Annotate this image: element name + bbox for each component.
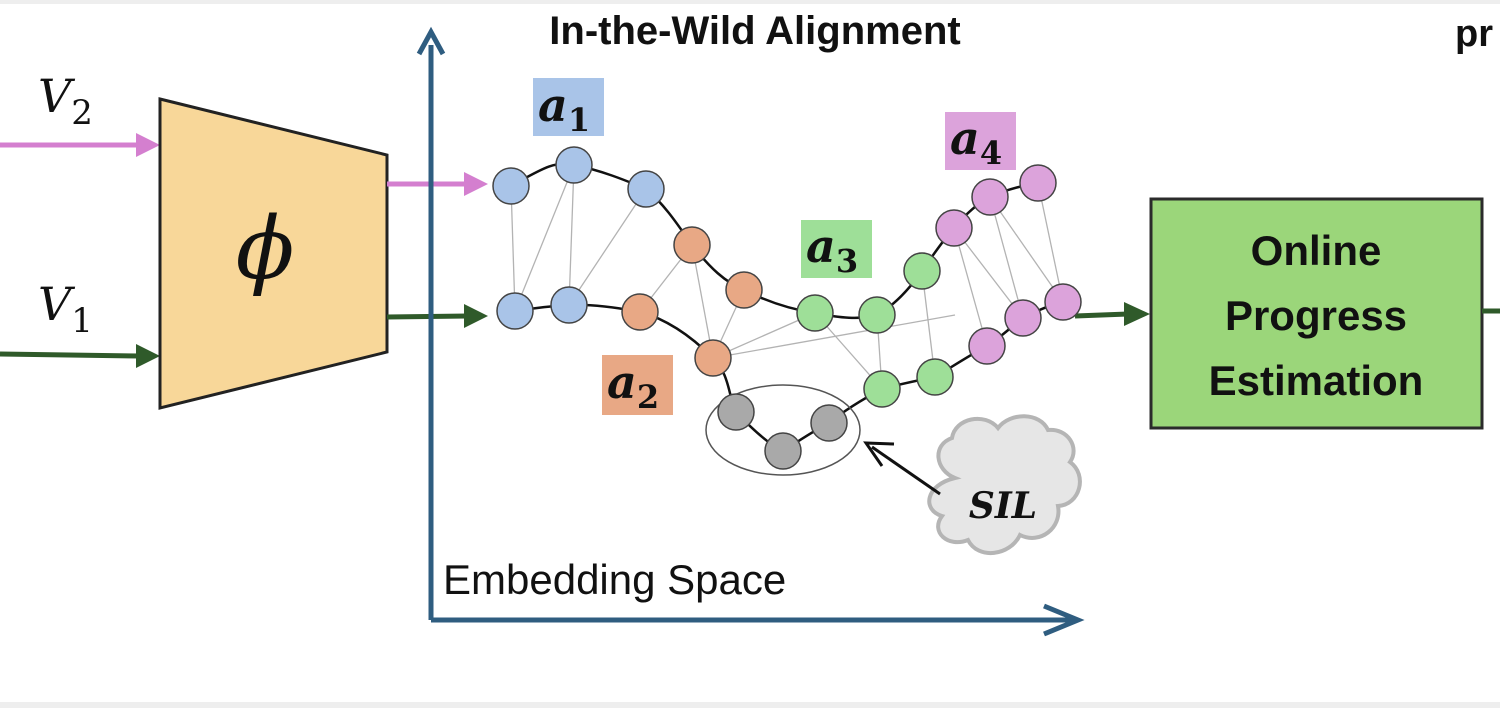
- sil-pointer-arrow: [871, 445, 941, 496]
- node-a4: [1004, 299, 1042, 337]
- output-box-line-1: Online: [1251, 227, 1382, 274]
- node-sil: [810, 404, 848, 442]
- v1-input-arrowhead: [136, 344, 160, 368]
- output-box-line-3: Estimation: [1209, 357, 1424, 404]
- sil-ellipse: [705, 384, 861, 476]
- node-a4: [935, 209, 973, 247]
- node-a2: [725, 271, 763, 309]
- output-box-line-2: Progress: [1225, 292, 1407, 339]
- sil-pointer-arrowhead: [863, 441, 895, 467]
- output-arrowhead: [1124, 302, 1150, 326]
- v1-embed-arrowhead: [464, 304, 488, 328]
- output-arrow: [1074, 311, 1129, 319]
- axis-label: Embedding Space: [443, 556, 786, 603]
- node-a4: [1044, 283, 1082, 321]
- v1-input-arrow: [0, 351, 141, 359]
- v2-input-arrowhead: [136, 133, 160, 157]
- node-a1: [492, 167, 530, 205]
- node-a2: [694, 339, 732, 377]
- a1-label: a1: [538, 78, 590, 139]
- node-a2: [621, 293, 659, 331]
- a2-label: a2: [607, 355, 659, 416]
- node-a1: [627, 170, 665, 208]
- a4-label: a4: [950, 111, 1002, 172]
- v1-embed-arrow: [386, 313, 469, 320]
- node-a4: [1019, 164, 1057, 202]
- partial-title: pr: [1455, 13, 1493, 55]
- y-axis-arrowhead: [416, 26, 446, 56]
- node-a4: [968, 327, 1006, 365]
- node-a1: [496, 292, 534, 330]
- node-a3: [916, 358, 954, 396]
- a3-label-bg: [801, 220, 872, 278]
- node-a3: [796, 294, 834, 332]
- a1-label-bg: [533, 78, 604, 136]
- a2-label-bg: [602, 355, 673, 415]
- v2-embed-arrowhead: [464, 172, 488, 196]
- bottom-border: [0, 702, 1500, 708]
- node-a1: [555, 146, 593, 184]
- sil-cloud: SIL: [927, 414, 1082, 556]
- node-a2: [673, 226, 711, 264]
- top-border: [0, 0, 1500, 4]
- node-a3: [903, 252, 941, 290]
- node-a3: [863, 370, 901, 408]
- node-sil: [717, 393, 755, 431]
- a4-label-bg: [945, 112, 1016, 170]
- node-a3: [858, 296, 896, 334]
- node-a1: [550, 286, 588, 324]
- v2-label: V2: [38, 69, 93, 133]
- a3-label: a3: [806, 219, 858, 280]
- x-axis-arrowhead: [1043, 603, 1085, 637]
- online-progress-box: [1149, 197, 1484, 430]
- encoder-symbol: ϕ: [236, 199, 295, 299]
- encoder-block: [158, 97, 389, 410]
- v1-label: V1: [38, 277, 93, 341]
- embedding-nodes: [492, 146, 1082, 470]
- node-a4: [971, 178, 1009, 216]
- diagram-title: In-the-Wild Alignment: [549, 9, 960, 53]
- node-sil: [764, 432, 802, 470]
- sil-label: SIL: [969, 485, 1037, 527]
